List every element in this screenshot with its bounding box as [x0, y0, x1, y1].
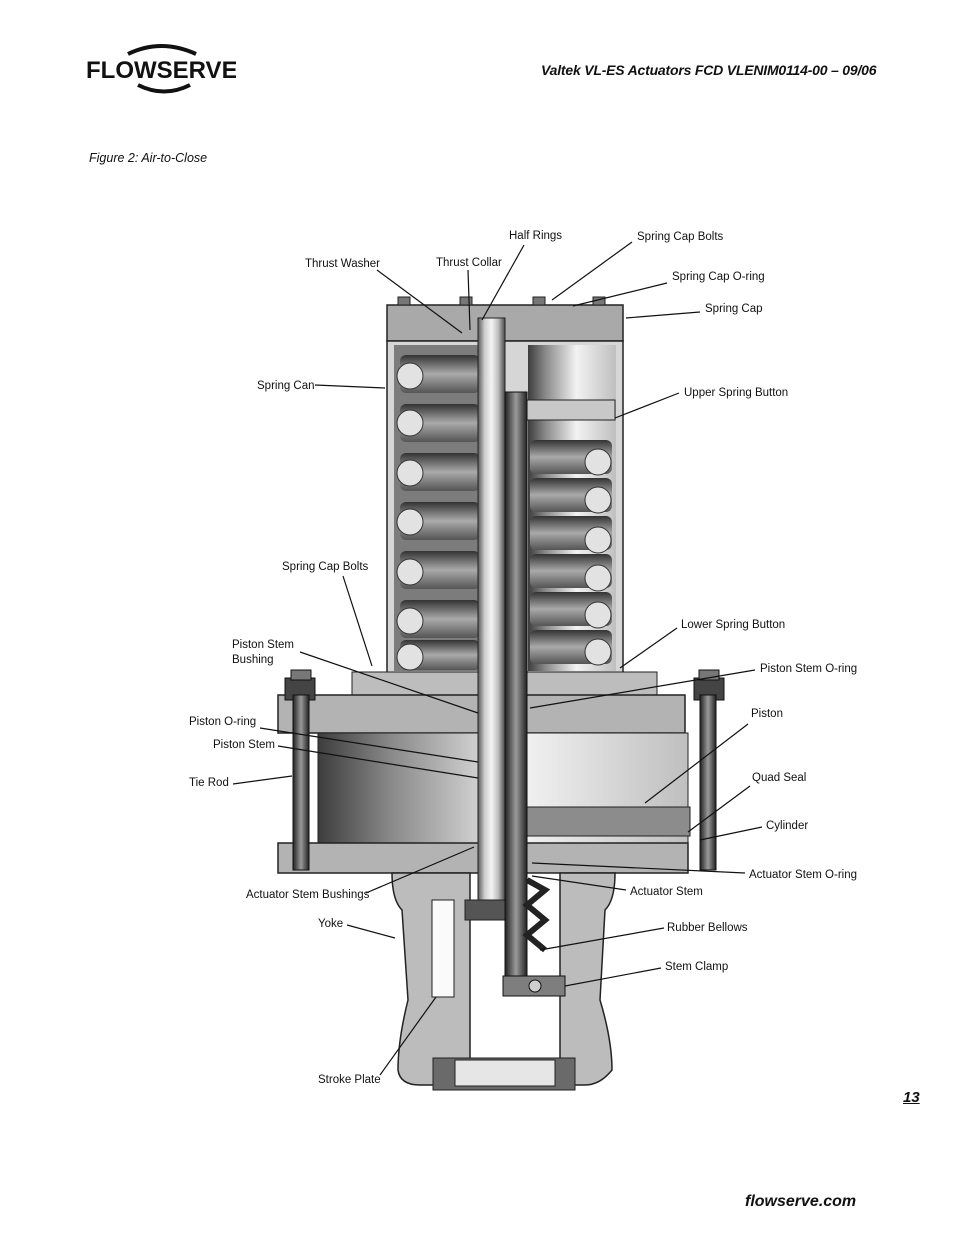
label-quad-seal: Quad Seal [752, 772, 807, 784]
rubber-bellows [522, 877, 551, 953]
label-tie-rod: Tie Rod [189, 777, 229, 789]
figure-caption: Figure 2: Air-to-Close [89, 151, 208, 165]
footer-url[interactable]: flowserve.com [745, 1193, 857, 1210]
label-piston-oring: Piston O-ring [189, 716, 257, 728]
label-rubber-bellows: Rubber Bellows [667, 922, 748, 934]
label-spring-can: Spring Can [257, 380, 315, 392]
page-number: 13 [903, 1089, 920, 1106]
leader-lines [232, 241, 763, 1076]
flowserve-logo: FLOWSERVE [86, 40, 238, 100]
label-piston-stem-bushing-line1: Piston Stem [232, 639, 294, 651]
label-piston-stem: Piston Stem [213, 739, 275, 751]
label-piston-stem-bushing-line2: Bushing [232, 654, 274, 666]
label-spring-cap-oring: Spring Cap O-ring [672, 271, 765, 283]
label-cylinder: Cylinder [766, 820, 809, 832]
spring-coils-left [396, 355, 480, 671]
label-actuator-stem-bushings: Actuator Stem Bushings [246, 889, 370, 901]
label-lower-spring-button: Lower Spring Button [681, 619, 786, 631]
spring-coils-right [530, 440, 612, 666]
label-yoke: Yoke [318, 918, 344, 930]
tie-rod-left [292, 694, 310, 871]
document-title: Valtek VL-ES Actuators FCD VLENIM0114-00… [541, 62, 877, 78]
label-upper-spring-button: Upper Spring Button [684, 387, 789, 399]
tie-rod-right [699, 694, 717, 871]
label-thrust-collar: Thrust Collar [436, 257, 502, 269]
logo-wordmark: FLOWSERVE [86, 57, 236, 84]
label-piston: Piston [751, 708, 783, 720]
label-stem-clamp: Stem Clamp [665, 961, 729, 973]
label-spring-cap: Spring Cap [705, 303, 763, 315]
label-piston-stem-oring: Piston Stem O-ring [760, 663, 858, 675]
stroke-plate [431, 899, 455, 998]
label-stroke-plate: Stroke Plate [318, 1074, 381, 1086]
label-thrust-washer: Thrust Washer [305, 258, 380, 270]
label-actuator-stem-oring: Actuator Stem O-ring [749, 869, 858, 881]
label-actuator-stem: Actuator Stem [630, 886, 703, 898]
piston [519, 806, 691, 837]
upper-spring-button [519, 399, 616, 421]
label-half-rings: Half Rings [509, 230, 563, 242]
piston-stem-shaft [477, 317, 506, 909]
label-spring-cap-bolts-top: Spring Cap Bolts [637, 231, 724, 243]
actuator-stem-shaft [504, 391, 528, 983]
label-spring-cap-bolts-lower: Spring Cap Bolts [282, 561, 369, 573]
